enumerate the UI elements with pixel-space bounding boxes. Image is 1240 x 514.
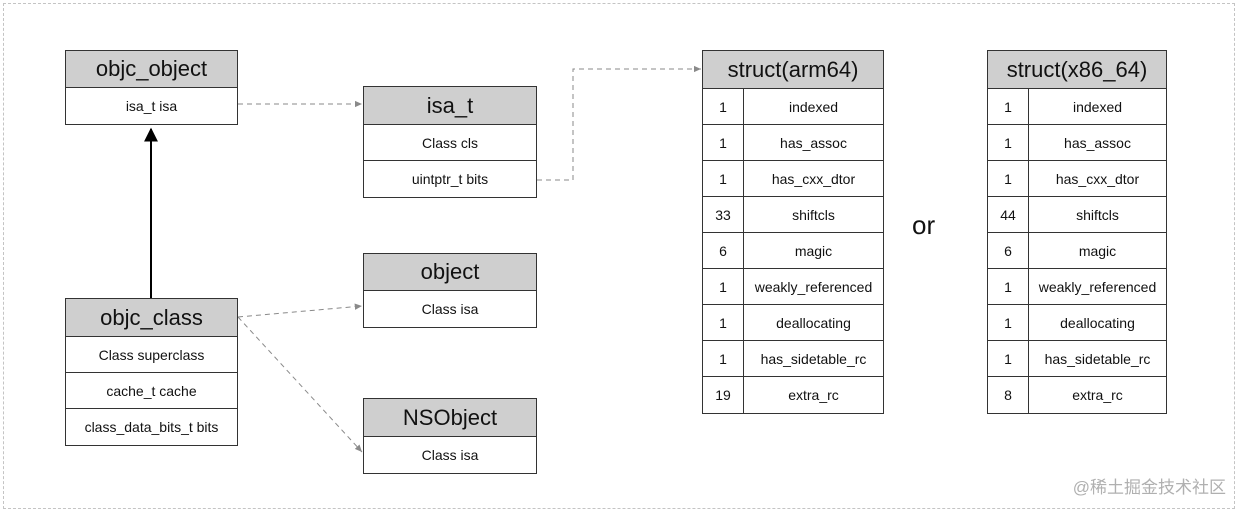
- table-row: 6 magic: [988, 233, 1166, 269]
- field-name-cell: shiftcls: [1076, 206, 1119, 223]
- bit-width-cell: 19: [703, 377, 744, 413]
- table-row: 1 has_assoc: [988, 125, 1166, 161]
- table-row: 8 extra_rc: [988, 377, 1166, 413]
- bit-width-cell: 44: [988, 197, 1029, 232]
- table-row: 1 has_cxx_dtor: [703, 161, 883, 197]
- objc-class-title: objc_class: [66, 299, 237, 337]
- bit-width-cell: 1: [988, 161, 1029, 196]
- field-name-cell: has_sidetable_rc: [1044, 350, 1151, 367]
- objc-class-field: cache_t cache: [66, 373, 237, 409]
- table-row: 1 has_sidetable_rc: [703, 341, 883, 377]
- field-name-cell: shiftcls: [792, 206, 835, 223]
- table-row: 1 weakly_referenced: [703, 269, 883, 305]
- struct-x86-64-table: struct(x86_64) 1 indexed 1 has_assoc 1 has_cx…: [987, 50, 1167, 414]
- field-name-cell: deallocating: [776, 314, 851, 331]
- field-name-cell: extra_rc: [1072, 387, 1123, 403]
- bit-width-cell: 1: [988, 305, 1029, 340]
- objc-class-field: class_data_bits_t bits: [84, 419, 219, 435]
- object-box: object Class isa: [363, 253, 537, 328]
- field-name-cell: extra_rc: [788, 387, 839, 403]
- or-label: or: [912, 210, 936, 240]
- bit-width-cell: 1: [988, 125, 1029, 160]
- table-row: 19 extra_rc: [703, 377, 883, 413]
- objc-class-field: Class superclass: [66, 337, 237, 373]
- table-row: 1 has_assoc: [703, 125, 883, 161]
- isa-t-field: Class cls: [364, 125, 536, 161]
- bit-width-cell: 1: [703, 341, 744, 376]
- table-row: 1 weakly_referenced: [988, 269, 1166, 305]
- field-name-cell: weakly_referenced: [754, 278, 873, 295]
- bit-width-cell: 1: [988, 89, 1029, 124]
- isa-t-title: isa_t: [364, 87, 536, 125]
- table-row: 1 indexed: [703, 89, 883, 125]
- bit-width-cell: 1: [988, 269, 1029, 304]
- bit-width-cell: 1: [703, 269, 744, 304]
- isa-link-objc-class-to-object: [237, 303, 363, 318]
- object-title: object: [364, 254, 536, 291]
- bit-width-cell: 1: [988, 341, 1029, 376]
- bit-width-cell: 1: [703, 305, 744, 340]
- bit-width-cell: 1: [703, 89, 744, 124]
- field-name-cell: has_cxx_dtor: [771, 170, 856, 187]
- struct-x86-64-rows: 1 indexed 1 has_assoc 1 has_cxx_dtor 44 shiftcl…: [988, 89, 1166, 413]
- struct-arm64-rows: 1 indexed 1 has_assoc 1 has_cxx_dtor 33 shiftcl…: [703, 89, 883, 413]
- objc-object-box: objc_object isa_t isa: [65, 50, 238, 125]
- table-row: 1 has_cxx_dtor: [988, 161, 1166, 197]
- isa-link-objc-class-to-nsobject: [237, 316, 363, 453]
- bit-width-cell: 1: [703, 161, 744, 196]
- object-field: Class isa: [421, 301, 479, 317]
- isa-t-field: uintptr_t bits: [411, 171, 489, 187]
- objc-object-title: objc_object: [66, 51, 237, 88]
- table-row: 1 deallocating: [988, 305, 1166, 341]
- struct-arm64-title: struct(arm64): [703, 51, 883, 89]
- field-name-cell: magic: [794, 242, 833, 259]
- field-name-cell: has_assoc: [1064, 134, 1131, 151]
- table-row: 44 shiftcls: [988, 197, 1166, 233]
- bit-width-cell: 6: [988, 233, 1029, 268]
- objc-object-field: isa_t isa: [125, 98, 178, 114]
- field-name-cell: indexed: [1072, 98, 1123, 115]
- table-row: 33 shiftcls: [703, 197, 883, 233]
- diagram-frame: [3, 3, 1235, 509]
- watermark: @稀土掘金技术社区: [1072, 478, 1226, 497]
- field-name-cell: has_assoc: [780, 134, 847, 151]
- bit-width-cell: 1: [703, 125, 744, 160]
- table-row: 1 indexed: [988, 89, 1166, 125]
- field-name-cell: weakly_referenced: [1038, 278, 1157, 295]
- bit-width-cell: 33: [703, 197, 744, 232]
- struct-arm64-table: struct(arm64) 1 indexed 1 has_assoc 1 has_cxx…: [702, 50, 884, 414]
- table-row: 1 deallocating: [703, 305, 883, 341]
- isa-t-box: isa_t Class cls uintptr_t bits: [363, 86, 537, 198]
- nsobject-box: NSObject Class isa: [363, 398, 537, 474]
- nsobject-title: NSObject: [364, 399, 536, 437]
- table-row: 6 magic: [703, 233, 883, 269]
- bit-width-cell: 6: [703, 233, 744, 268]
- bits-link-isa-t-to-struct: [537, 65, 701, 181]
- bit-width-cell: 8: [988, 377, 1029, 413]
- field-name-cell: has_cxx_dtor: [1055, 170, 1140, 187]
- nsobject-field: Class isa: [421, 447, 479, 463]
- table-row: 1 has_sidetable_rc: [988, 341, 1166, 377]
- field-name-cell: magic: [1078, 242, 1117, 259]
- field-name-cell: indexed: [788, 98, 839, 115]
- field-name-cell: deallocating: [1060, 314, 1135, 331]
- struct-x86-64-title: struct(x86_64): [988, 51, 1166, 89]
- field-name-cell: has_sidetable_rc: [760, 350, 867, 367]
- objc-class-box: objc_class Class superclass cache_t cach…: [65, 298, 238, 446]
